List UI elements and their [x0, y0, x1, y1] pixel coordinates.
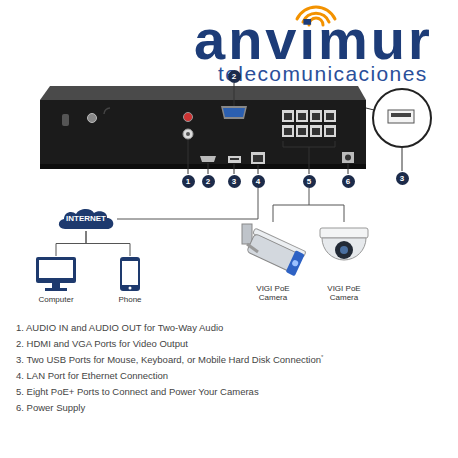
- network-wires: [117, 188, 344, 222]
- camera-node: VIGI PoE Camera: [238, 222, 308, 308]
- feature-text: 2. HDMI and VGA Ports for Video Output: [16, 338, 188, 349]
- callout-number: 1: [182, 175, 195, 188]
- node-icon: [112, 256, 148, 292]
- feature-text: 4. LAN Port for Ethernet Connection: [16, 370, 168, 381]
- usb-zoom: [373, 89, 431, 147]
- node-label: INTERNET: [55, 214, 117, 223]
- node-label: VIGI PoE Camera: [322, 284, 366, 302]
- callout-number: 6: [342, 175, 355, 188]
- feature-line: 2. HDMI and VGA Ports for Video Output: [16, 338, 188, 349]
- internet-cloud: INTERNET: [55, 207, 117, 231]
- callout-number: 2: [202, 175, 215, 188]
- camera-node: VIGI PoE Camera: [315, 222, 373, 308]
- leader-lines: [188, 83, 402, 174]
- node-icon: [30, 256, 82, 292]
- callout-number: 4: [252, 175, 265, 188]
- feature-line: 6. Power Supply: [16, 402, 85, 413]
- node-label: VIGI PoE Camera: [251, 284, 295, 302]
- callout-number: 5: [303, 175, 316, 188]
- feature-line: 1. AUDIO IN and AUDIO OUT for Two-Way Au…: [16, 322, 223, 333]
- network-link: [56, 231, 86, 256]
- feature-line: 3. Two USB Ports for Mouse, Keyboard, or…: [16, 354, 323, 365]
- network-link: [86, 231, 130, 256]
- callout-number: 3: [228, 175, 241, 188]
- feature-line: 5. Eight PoE+ Ports to Connect and Power…: [16, 386, 259, 397]
- logo-subtitle: telecomunicaciones: [218, 63, 428, 84]
- feature-text: 3. Two USB Ports for Mouse, Keyboard, or…: [16, 354, 321, 365]
- callout-number: 3: [396, 172, 409, 185]
- feature-line: 4. LAN Port for Ethernet Connection: [16, 370, 168, 381]
- feature-text: 1. AUDIO IN and AUDIO OUT for Two-Way Au…: [16, 322, 223, 333]
- logo-text: anvimur: [194, 12, 433, 68]
- computer-node: Computer: [30, 256, 82, 306]
- phone-node: Phone: [112, 256, 148, 306]
- node-label: Computer: [30, 295, 82, 304]
- nvr-device: [40, 86, 366, 169]
- feature-text: 6. Power Supply: [16, 402, 85, 413]
- node-icon: [315, 222, 373, 282]
- node-label: Phone: [112, 295, 148, 304]
- feature-text: 5. Eight PoE+ Ports to Connect and Power…: [16, 386, 259, 397]
- callout-number: 2: [228, 70, 241, 83]
- footnote-mark: *: [321, 354, 323, 360]
- node-icon: [238, 222, 308, 282]
